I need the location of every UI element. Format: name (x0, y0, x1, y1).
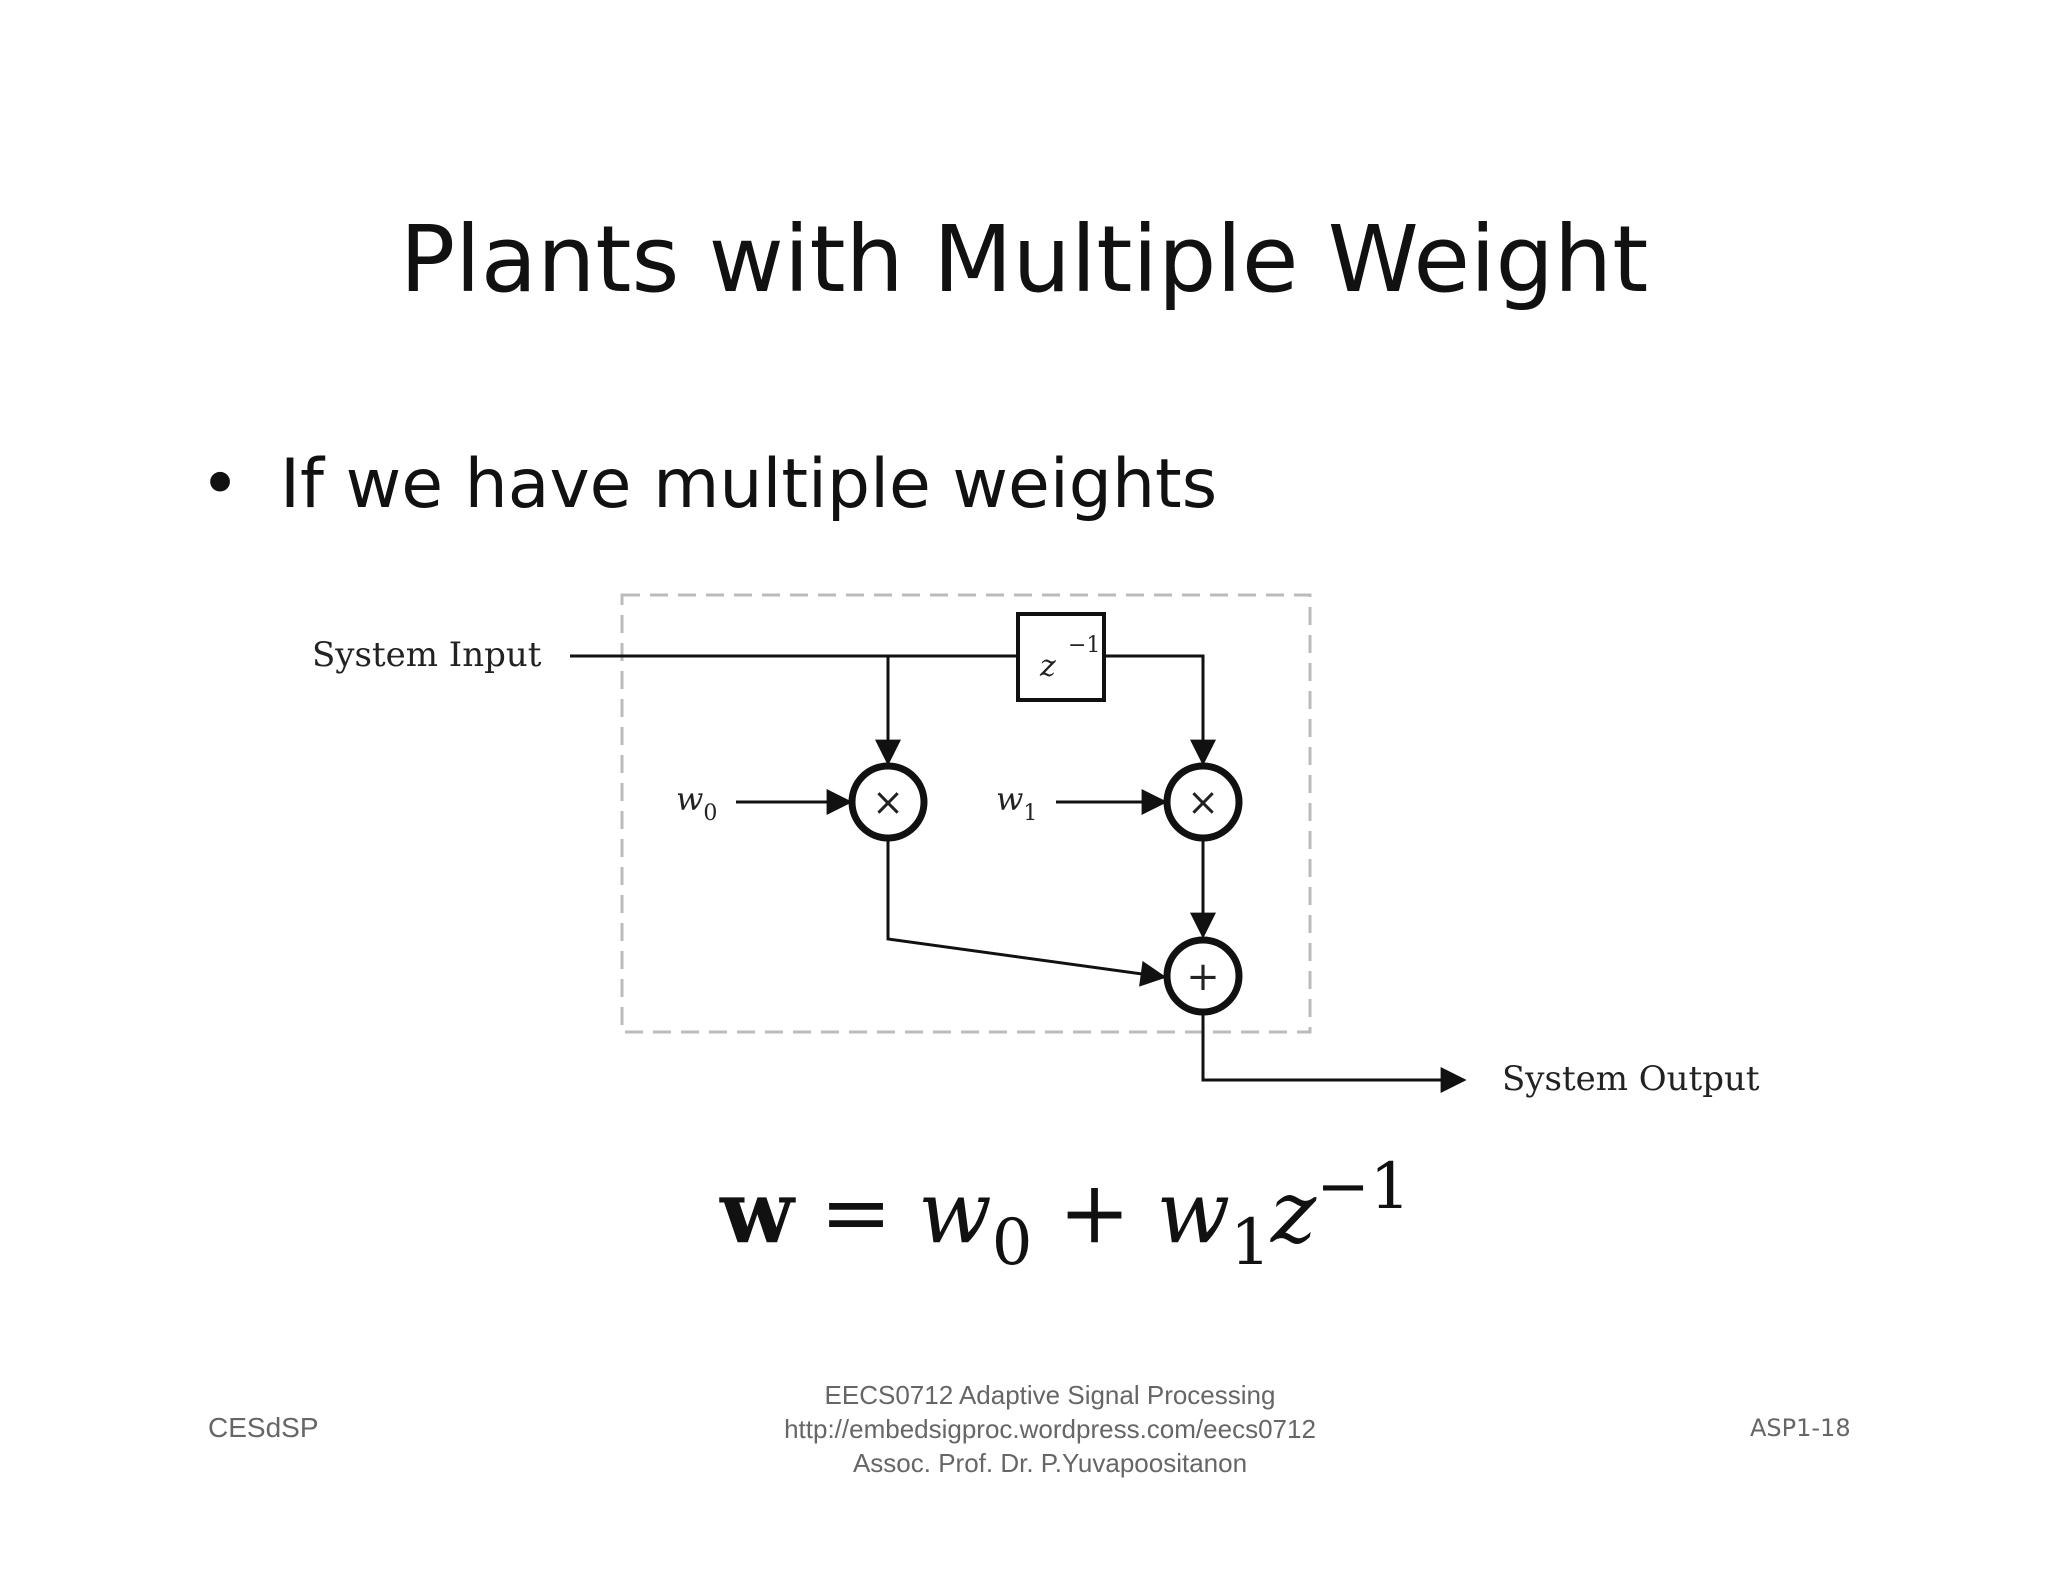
bullet-item: • If we have multiple weights (200, 440, 1217, 530)
weight0-label: w0 (676, 780, 717, 826)
eq-w1: w (1156, 1163, 1231, 1263)
system-input-label: System Input (312, 635, 542, 675)
system-output-label: System Output (1502, 1059, 1760, 1099)
eq-plus: + (1058, 1163, 1131, 1263)
eq-equals: = (820, 1163, 893, 1263)
delay-label: z (1039, 649, 1056, 684)
footer-left: CESdSP (208, 1412, 319, 1443)
delay-output-line (1104, 654, 1216, 766)
footer-center: EECS0712 Adaptive Signal Processing http… (600, 1378, 1500, 1480)
eq-w0: w (918, 1163, 992, 1263)
eq-z: z (1270, 1163, 1317, 1263)
bullet-marker: • (200, 445, 241, 524)
eq-z-exp: −1 (1316, 1150, 1411, 1224)
system-boundary (620, 593, 1312, 1034)
multiply-symbol-0: × (872, 780, 904, 824)
slide-number: ASP1-18 (1750, 1414, 1851, 1442)
eq-w0-sub: 0 (991, 1206, 1033, 1280)
output-line (1201, 1014, 1467, 1093)
summer (1163, 936, 1243, 1016)
footer-author: Assoc. Prof. Dr. P.Yuvapoositanon (852, 1448, 1248, 1478)
slide-title: Plants with Multiple Weight (399, 206, 1649, 313)
footer-url: http://embedsigproc.wordpress.com/eecs07… (784, 1414, 1316, 1444)
eq-w1-sub: 1 (1230, 1206, 1271, 1280)
eq-lhs: w (720, 1162, 795, 1263)
bullet-text: If we have multiple weights (280, 445, 1218, 524)
weight1-label: w1 (996, 780, 1037, 826)
transfer-equation: w=w0+w1z−1 (720, 1150, 1411, 1310)
product0-line (886, 840, 1167, 987)
multiply-symbol-1: × (1187, 780, 1219, 824)
footer-course: EECS0712 Adaptive Signal Processing (824, 1380, 1276, 1410)
delay-exponent: −1 (1068, 633, 1100, 658)
sum-symbol: + (1186, 954, 1220, 1000)
